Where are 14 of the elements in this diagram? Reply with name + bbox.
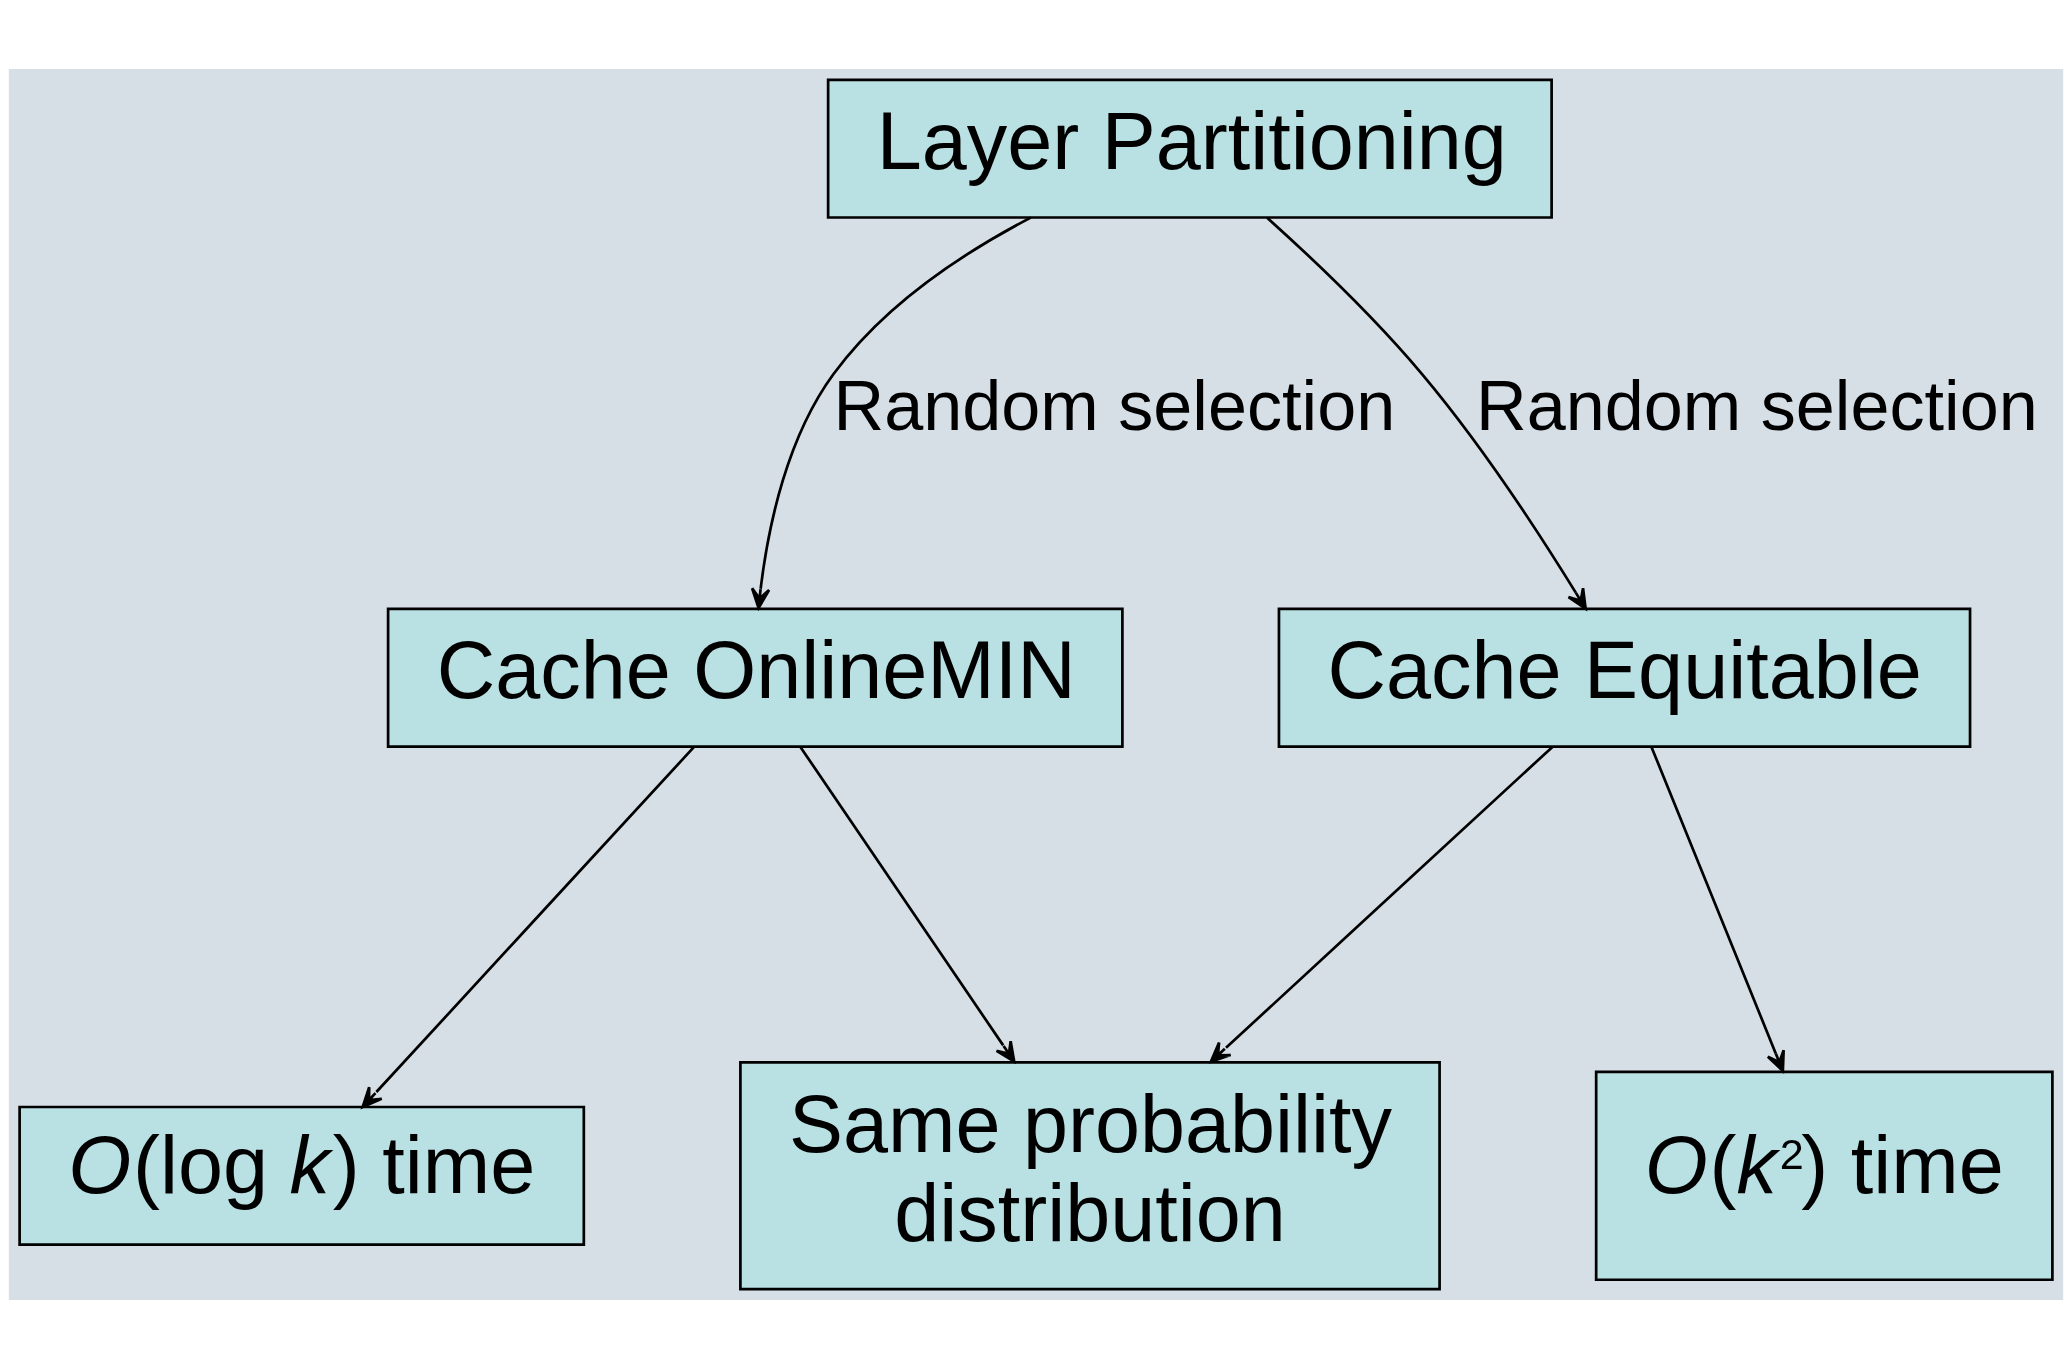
arrow bbox=[1209, 745, 1554, 1063]
edge-label: Random selection bbox=[833, 365, 1396, 445]
node-box: O(log k) time bbox=[18, 1105, 586, 1246]
arrow bbox=[750, 215, 1032, 609]
node-box: Cache OnlineMIN bbox=[386, 607, 1124, 748]
node-box: Same probability distribution bbox=[739, 1060, 1441, 1291]
node-box: Cache Equitable bbox=[1277, 607, 1972, 748]
edge-label: Random selection bbox=[1476, 365, 2038, 445]
arrow bbox=[799, 745, 1016, 1063]
arrow bbox=[361, 745, 696, 1108]
arrow bbox=[1650, 745, 1785, 1072]
node-box: Layer Partitioning bbox=[826, 77, 1553, 219]
node-box: O(k$^{2}$) time bbox=[1594, 1070, 2054, 1281]
arrow bbox=[1266, 216, 1587, 610]
